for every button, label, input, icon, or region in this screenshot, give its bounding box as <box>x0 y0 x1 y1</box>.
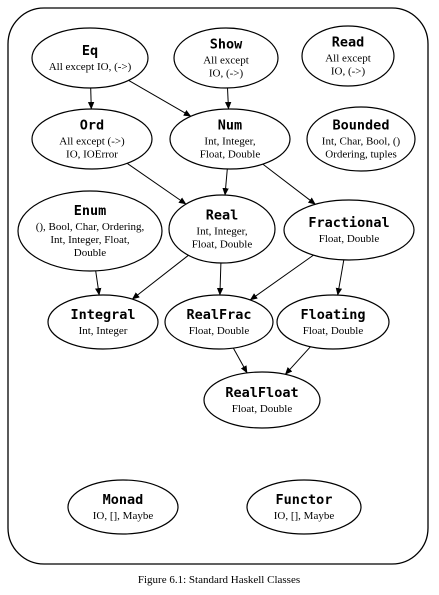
node-class-name: Eq <box>82 43 98 59</box>
node-ellipse <box>168 194 276 264</box>
edge-real-to-integral <box>131 254 189 300</box>
edges-layer <box>87 79 345 375</box>
node-instances-line: IO, (->) <box>331 66 366 78</box>
node-instances-line: All except <box>325 53 371 65</box>
node-ellipse <box>246 479 362 535</box>
node-class-name: Ord <box>80 118 104 134</box>
node-ellipse <box>283 199 415 261</box>
node-class-name: Bounded <box>333 118 390 134</box>
edge-num-to-real <box>222 168 229 196</box>
edge-floating-to-realfloat <box>284 346 311 375</box>
node-instances-line: Int, Integer <box>79 325 128 337</box>
node-instances-line: Double <box>74 247 107 259</box>
node-instances-line: Ordering, tuples <box>325 149 396 161</box>
node-instances-line: Float, Double <box>303 325 364 337</box>
node-class-name: RealFloat <box>225 385 298 401</box>
edge-eq-to-num <box>128 79 192 117</box>
node-instances-line: All except IO, (->) <box>49 61 132 73</box>
node-class-name: Read <box>332 35 365 51</box>
node-instances-line: (), Bool, Char, Ordering, <box>36 221 145 233</box>
node-instances-line: All except (->) <box>59 136 125 148</box>
node-instances-line: Float, Double <box>232 403 293 415</box>
node-instances-line: IO, (->) <box>209 68 244 80</box>
node-instances-line: Float, Double <box>189 325 250 337</box>
node-instances-line: All except <box>203 55 249 67</box>
node-class-name: RealFrac <box>186 307 251 323</box>
node-ellipse <box>169 108 291 170</box>
node-instances-line: IO, [], Maybe <box>274 510 335 522</box>
edge-realfrac-to-realfloat <box>232 347 248 374</box>
node-ellipse <box>173 27 279 89</box>
edge-fractional-to-floating <box>335 259 345 296</box>
node-ellipse <box>17 190 163 272</box>
node-ellipse <box>306 106 416 172</box>
node-instances-line: Float, Double <box>319 233 380 245</box>
node-instances-line: Int, Char, Bool, () <box>322 136 401 148</box>
node-ellipse <box>203 371 321 429</box>
node-class-name: Monad <box>103 492 144 508</box>
edge-fractional-to-realfrac <box>249 254 314 301</box>
edge-ord-to-real <box>126 162 187 205</box>
node-instances-line: Int, Integer, Float, <box>50 234 130 246</box>
node-ellipse <box>276 294 390 350</box>
node-instances-line: Int, Integer, <box>204 136 255 148</box>
node-class-name: Num <box>218 118 242 134</box>
node-ellipse <box>31 108 153 170</box>
edge-show-to-num <box>224 87 232 110</box>
node-class-name: Enum <box>74 203 107 219</box>
node-ellipse <box>301 25 395 87</box>
node-class-name: Functor <box>276 492 333 508</box>
node-instances-line: IO, [], Maybe <box>93 510 154 522</box>
node-instances-line: IO, IOError <box>66 149 118 161</box>
diagram-frame <box>7 7 429 565</box>
node-ellipse <box>31 27 149 89</box>
node-class-name: Fractional <box>308 215 389 231</box>
node-ellipse <box>67 479 179 535</box>
node-enum: Enum (), Bool, Char, Ordering,Int, Intege… <box>17 190 163 272</box>
node-class-name: Show <box>210 37 243 53</box>
node-class-name: Real <box>206 208 239 224</box>
edge-eq-to-ord <box>87 87 95 110</box>
node-instances-line: Float, Double <box>200 149 261 161</box>
node-class-name: Integral <box>70 307 135 323</box>
edge-enum-to-integral <box>95 270 102 296</box>
figure-caption: Figure 6.1: Standard Haskell Classes <box>138 574 300 586</box>
node-instances-line: Int, Integer, <box>196 226 247 238</box>
node-ellipse <box>47 294 159 350</box>
node-instances-line: Float, Double <box>192 239 253 251</box>
edge-num-to-fractional <box>262 163 316 205</box>
node-class-name: Floating <box>300 307 365 323</box>
node-ellipse <box>164 294 274 350</box>
edge-real-to-realfrac <box>216 262 224 296</box>
